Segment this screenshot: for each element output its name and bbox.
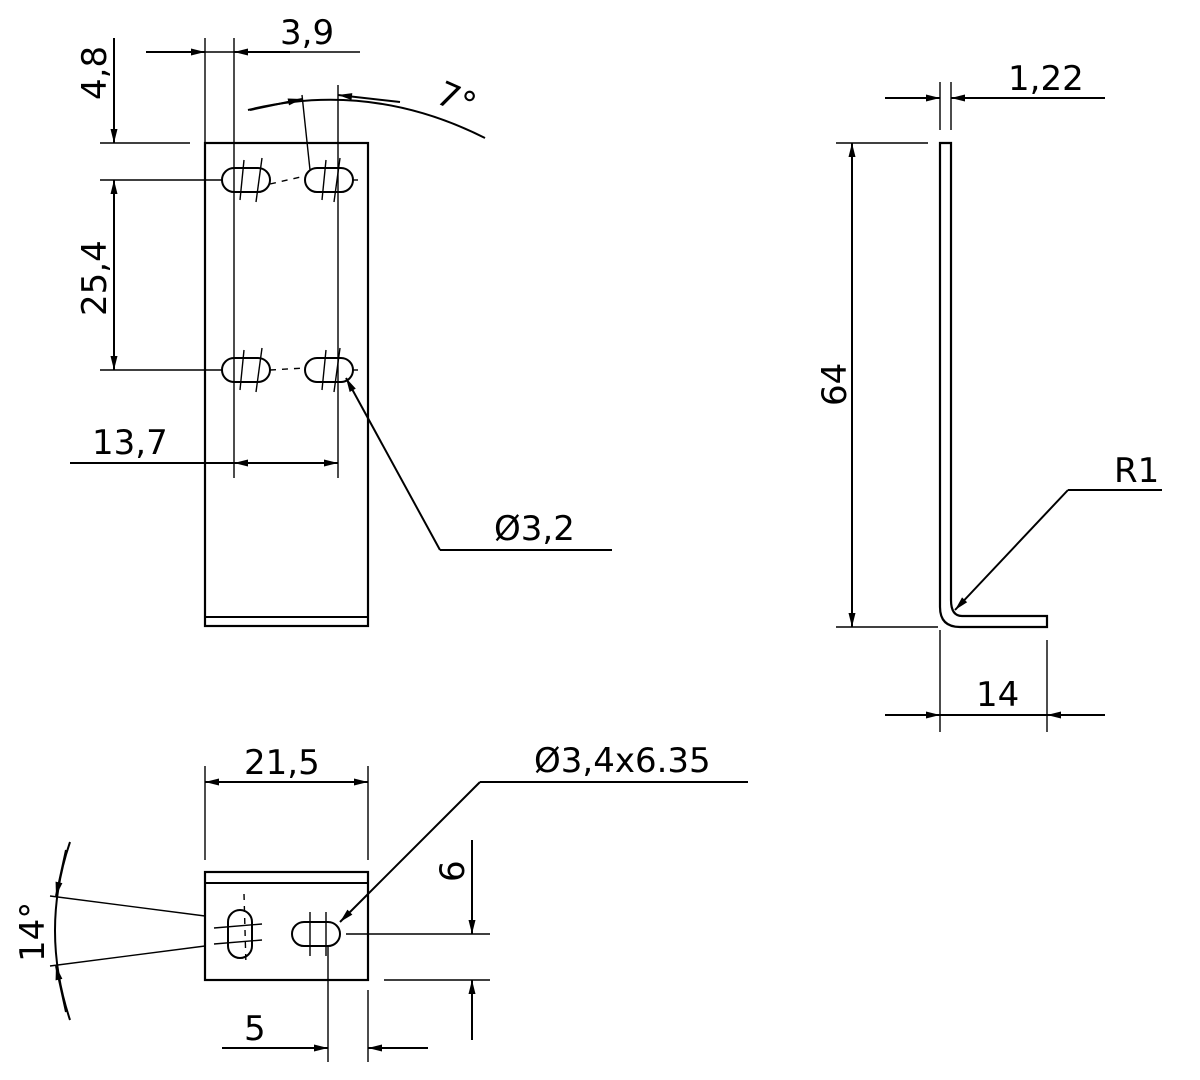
front-centerline-top (269, 175, 306, 185)
side-profile-outline (938, 141, 1049, 629)
front-plate-outline (203, 141, 370, 628)
dim-bottom-width: 21,5 (244, 743, 320, 783)
dim-side-thickness: 1,22 (1008, 59, 1084, 99)
leader-bottom-slot (339, 781, 481, 923)
dim-side-flange: 14 (976, 675, 1019, 715)
side-view: 1,22 64 R1 14 (815, 59, 1162, 732)
dim-bottom-offset: 6 (433, 860, 473, 882)
dim-bottom-slot: Ø3,4x6.35 (534, 741, 711, 781)
dim-side-radius: R1 (1114, 451, 1159, 491)
front-angle-ref-line (301, 94, 311, 171)
leader-front-hole-diameter (345, 377, 441, 551)
dim-front-top-offset: 4,8 (75, 46, 115, 100)
dim-side-height: 64 (815, 363, 855, 406)
bottom-plate-outline (203, 870, 370, 982)
front-centerline-bottom (269, 367, 306, 371)
front-view: 3,9 7° 4,8 25,4 13,7 Ø3,2 (70, 13, 612, 628)
dim-front-hole-pitch: 25,4 (75, 240, 115, 316)
dim-front-hole-diameter: Ø3,2 (494, 509, 575, 549)
bottom-view: 21,5 Ø3,4x6.35 14° 6 5 (13, 741, 748, 1062)
dim-front-hole-spacing: 13,7 (92, 423, 168, 463)
bottom-slot-left (213, 893, 263, 967)
bottom-slot-right (291, 912, 341, 956)
dim-bottom-edge: 5 (244, 1009, 266, 1049)
leader-side-radius (954, 489, 1069, 611)
dim-front-top-width: 3,9 (280, 13, 334, 53)
dim-bottom-angle: 14° (13, 902, 53, 962)
